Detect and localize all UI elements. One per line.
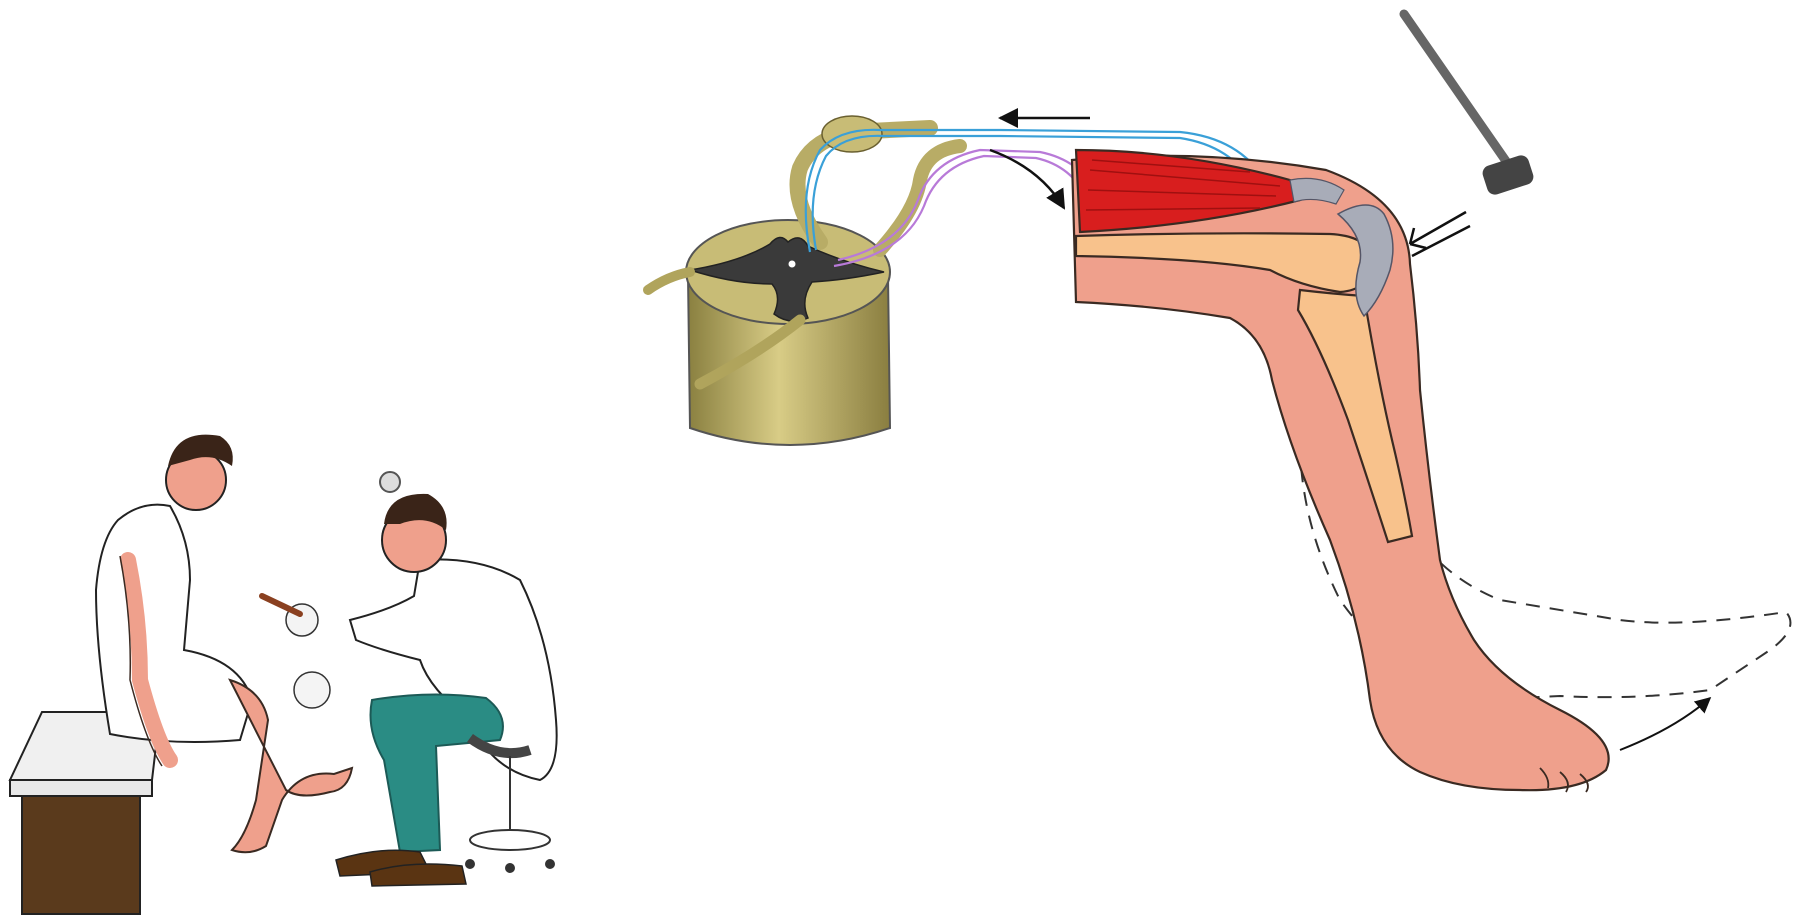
hammer-head	[1481, 153, 1536, 196]
doctor-trousers	[371, 694, 503, 852]
reflex-hammer-icon	[1404, 14, 1535, 197]
spinal-cord	[648, 220, 890, 445]
ganglion	[822, 116, 882, 152]
head-mirror	[380, 472, 400, 492]
small-reflex-hammer-icon	[262, 596, 300, 614]
kick-motion-arrow	[1620, 698, 1710, 750]
dorsal-root-left	[648, 272, 690, 290]
doctor-patient-illustration	[10, 435, 557, 914]
patient-legs	[230, 680, 352, 852]
double-arrow-icon	[1410, 212, 1470, 256]
examination-table	[10, 712, 160, 914]
central-canal	[789, 261, 796, 268]
patient-gown	[96, 505, 252, 742]
doctor	[262, 472, 557, 886]
doctor-hand-glove	[294, 672, 330, 708]
hammer-shaft	[1404, 14, 1508, 164]
